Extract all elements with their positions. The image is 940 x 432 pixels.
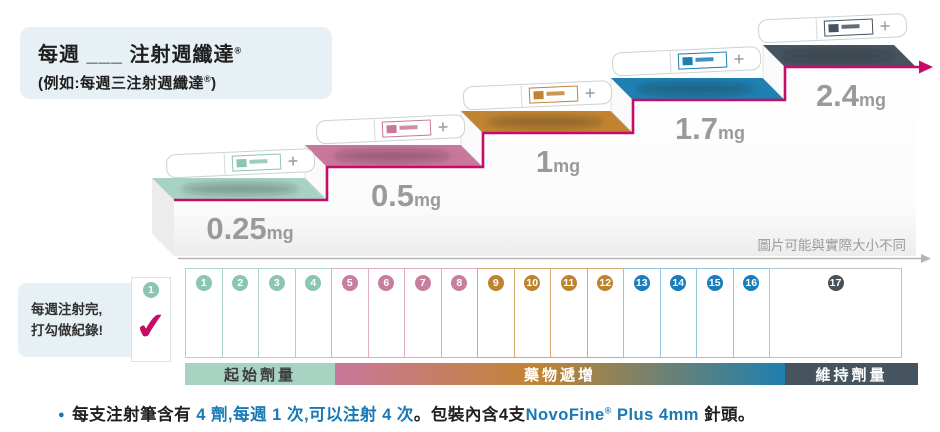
phase-starting-dose: 起始劑量	[185, 363, 335, 385]
week-cell-5[interactable]: 5	[331, 268, 369, 358]
footer-text-blue: Plus 4mm	[611, 406, 699, 424]
week-cell-4[interactable]: 4	[294, 268, 332, 358]
phase-maintenance-dose: 維持劑量	[785, 363, 918, 385]
schedule-title: 每週 ___ 注射週纖達®	[38, 44, 243, 66]
week-cell-11[interactable]: 11	[550, 268, 588, 358]
week-tracker-grid: 1 2 3 4 5 6 7 8 9 10 11 12 13 14 15 16 1…	[185, 268, 902, 358]
week-number-badge: 13	[633, 275, 650, 291]
checkmark-icon: ✔	[133, 304, 169, 349]
bullet-icon: ●	[58, 409, 66, 421]
week-number-badge: 1	[143, 282, 159, 298]
footer-brand-novofine: NovoFine	[525, 406, 605, 424]
week-cell-2[interactable]: 2	[221, 268, 259, 358]
size-disclaimer: 圖片可能與實際大小不同	[758, 237, 907, 253]
week-number-badge: 7	[414, 275, 431, 291]
week-number-badge: 16	[743, 275, 760, 291]
week-cell-8[interactable]: 8	[440, 268, 478, 358]
footer-text-dark: 每支注射筆含有	[72, 406, 197, 424]
dose-label-2.4mg: 2.4mg	[816, 78, 886, 113]
staircase-base	[174, 67, 916, 256]
tracker-note-text: 每週注射完, 打勾做紀錄!	[31, 302, 103, 338]
pen-shadow	[637, 83, 753, 95]
pen-shadow	[182, 183, 298, 195]
pen-shadow	[487, 116, 603, 128]
week-number-badge: 15	[706, 275, 723, 291]
footer-text-blue: 4 劑,每週 1 次,可以注射 4 次	[196, 406, 414, 424]
injection-pen-1.7mg	[611, 45, 762, 77]
week-number-badge: 14	[670, 275, 687, 291]
week-cell-9[interactable]: 9	[477, 268, 515, 358]
week-cell-3[interactable]: 3	[258, 268, 296, 358]
registered-mark: ®	[604, 405, 612, 416]
dose-label-0.25mg: 0.25mg	[206, 211, 293, 246]
week-number-badge: 12	[597, 275, 614, 291]
week-number-badge: 11	[560, 275, 577, 291]
tracker-note-box: 每週注射完, 打勾做紀錄! 1 ✔	[18, 277, 171, 362]
week-cell-7[interactable]: 7	[404, 268, 442, 358]
pen-shadow	[783, 50, 893, 62]
instruction-box: 每週 ___ 注射週纖達® (例如:每週三注射週纖達®)	[20, 27, 332, 99]
footer-text-dark: 針頭。	[698, 406, 756, 424]
week-number-badge: 3	[268, 275, 285, 291]
week-cell-1[interactable]: 1	[185, 268, 223, 358]
week-cell-14[interactable]: 14	[659, 268, 697, 358]
week-cell-17[interactable]: 17	[769, 268, 902, 358]
week-number-badge: 5	[341, 275, 358, 291]
injection-pen-0.25mg	[165, 147, 316, 179]
dose-label-1mg: 1mg	[536, 144, 580, 179]
registered-mark: ®	[204, 74, 212, 84]
schedule-example: (例如:每週三注射週纖達®)	[38, 74, 217, 92]
dose-escalation-line	[174, 65, 920, 202]
injection-pen-0.5mg	[315, 113, 466, 145]
dose-label-1.7mg: 1.7mg	[675, 111, 745, 146]
registered-mark: ®	[234, 45, 243, 56]
dose-staircase-diagram: 0.25mg 0.5mg 1mg 1.7mg 2.4mg 圖片可能與實際大小不同	[152, 12, 933, 263]
week-cell-10[interactable]: 10	[513, 268, 551, 358]
week-number-badge: 9	[487, 275, 504, 291]
week-number-badge: 8	[451, 275, 468, 291]
week-number-badge: 2	[232, 275, 249, 291]
week-cell-13[interactable]: 13	[623, 268, 661, 358]
week-cell-6[interactable]: 6	[367, 268, 405, 358]
week-cell-15[interactable]: 15	[696, 268, 734, 358]
tracker-example-cell: 1 ✔	[131, 277, 171, 362]
injection-pen-1mg	[462, 79, 613, 111]
week-cell-12[interactable]: 12	[586, 268, 624, 358]
phase-bar: 起始劑量 藥物遞增 維持劑量	[185, 363, 918, 385]
dose-label-0.5mg: 0.5mg	[371, 178, 441, 213]
injection-pen-2.4mg	[757, 12, 908, 44]
baseline-arrowhead	[921, 254, 931, 263]
footer-text-dark: 。包裝內含4支	[413, 406, 526, 424]
pen-shadow	[334, 150, 450, 162]
week-number-badge: 1	[195, 275, 212, 291]
week-number-badge: 4	[305, 275, 322, 291]
footer-note: ● 每支注射筆含有 4 劑,每週 1 次,可以注射 4 次。包裝內含4支NovoF…	[58, 401, 755, 425]
week-cell-16[interactable]: 16	[732, 268, 770, 358]
week-number-badge: 6	[378, 275, 395, 291]
dose-escalation-arrowhead	[919, 60, 933, 74]
staircase-left-face	[152, 178, 174, 256]
week-number-badge: 10	[524, 275, 541, 291]
phase-dose-escalation: 藥物遞增	[335, 363, 785, 385]
week-number-badge: 17	[827, 275, 844, 291]
